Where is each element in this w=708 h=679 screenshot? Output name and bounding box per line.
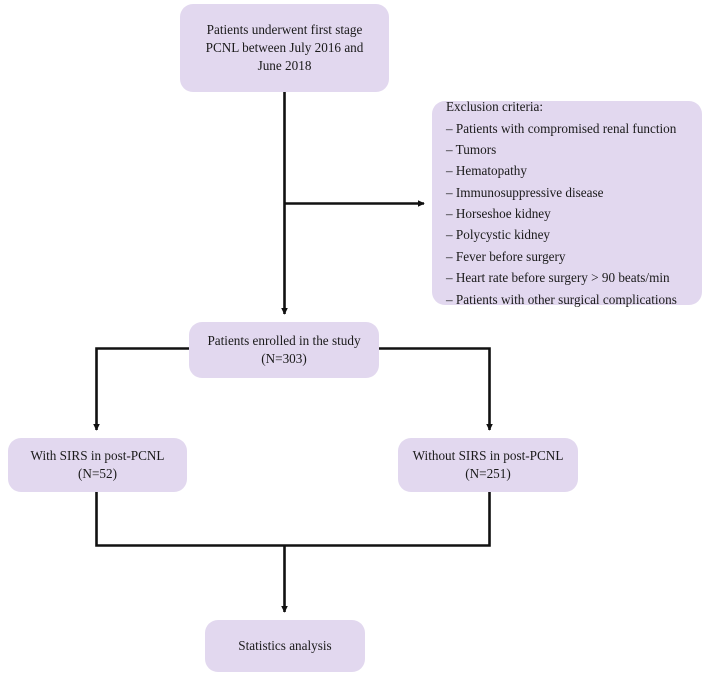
node-enrolled-text: Patients enrolled in the study (N=303) xyxy=(207,332,361,366)
node-start-population: Patients underwent first stage PCNL betw… xyxy=(180,4,389,92)
node-patients-enrolled: Patients enrolled in the study (N=303) xyxy=(189,322,379,378)
node-statistics-analysis: Statistics analysis xyxy=(205,620,365,672)
connector-enrolled-to-without-sirs xyxy=(379,347,493,431)
node-exclusion-text: Exclusion criteria: – Patients with comp… xyxy=(446,99,677,307)
connector-without-sirs-to-merge xyxy=(284,492,491,547)
node-exclusion-criteria: Exclusion criteria: – Patients with comp… xyxy=(432,99,702,307)
connector-with-sirs-to-merge xyxy=(95,492,285,547)
node-with-sirs-text: With SIRS in post-PCNL (N=52) xyxy=(30,447,165,481)
connector-enrolled-to-with-sirs xyxy=(93,347,189,431)
node-start-text: Patients underwent first stage PCNL betw… xyxy=(205,21,364,74)
node-without-sirs: Without SIRS in post-PCNL (N=251) xyxy=(398,438,578,492)
node-statistics-text: Statistics analysis xyxy=(238,637,332,653)
node-with-sirs: With SIRS in post-PCNL (N=52) xyxy=(8,438,187,492)
node-without-sirs-text: Without SIRS in post-PCNL (N=251) xyxy=(412,447,564,481)
